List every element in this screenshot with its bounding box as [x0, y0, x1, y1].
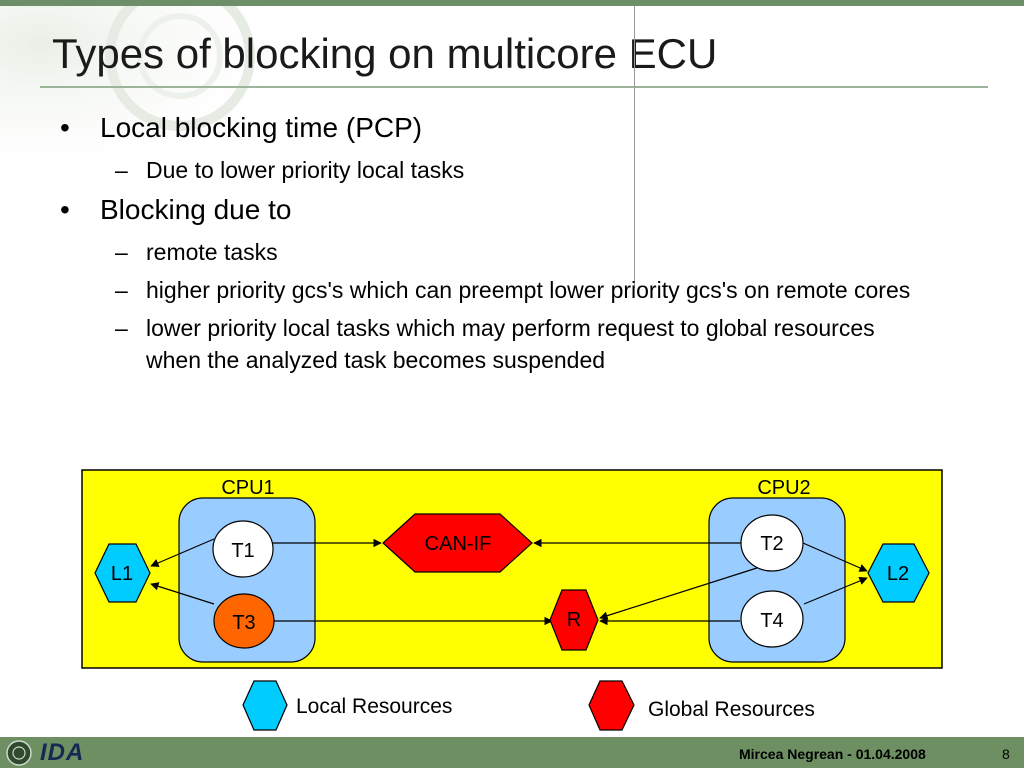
l2-resource	[867, 543, 930, 603]
t3-task	[213, 593, 275, 649]
arrow-t3-l1	[150, 582, 215, 605]
t3-label: T3	[232, 612, 255, 634]
vertical-divider	[634, 6, 635, 288]
sub-bullet-text: Due to lower priority local tasks	[146, 157, 465, 183]
ida-logo: IDA	[40, 739, 85, 766]
t4-label: T4	[760, 610, 783, 632]
sub-bullet-item: – higher priority gcs's which can preemp…	[60, 274, 926, 306]
t4-task	[740, 590, 804, 648]
sub-bullet-text: lower priority local tasks which may per…	[146, 315, 875, 373]
l1-label: L1	[111, 563, 133, 585]
r-label: R	[567, 609, 581, 631]
bullet-dash: –	[115, 239, 128, 265]
arrow-t2-l2	[802, 542, 868, 572]
bullet-dot: •	[60, 194, 70, 225]
cpu1-label: CPU1	[221, 477, 274, 499]
slide-title: Types of blocking on multicore ECU	[52, 30, 718, 77]
sub-bullet-item: – remote tasks	[60, 236, 926, 268]
arrow-t2-r	[599, 566, 761, 620]
t1-task	[212, 520, 274, 578]
cpu2-label: CPU2	[757, 477, 810, 499]
footer-author: Mircea Negrean - 01.04.2008	[739, 746, 926, 762]
can-if-label: CAN-IF	[425, 533, 492, 555]
title-divider	[40, 86, 988, 88]
t2-label: T2	[760, 533, 783, 555]
sub-bullet-item: – lower priority local tasks which may p…	[60, 312, 926, 376]
sub-bullet-text: higher priority gcs's which can preempt …	[146, 277, 911, 303]
can-if-resource	[382, 513, 533, 573]
legend-local-swatch	[242, 680, 288, 731]
bullet-dash: –	[115, 277, 128, 303]
bullet-item: • Blocking due to	[60, 192, 960, 228]
sub-bullet-item: – Due to lower priority local tasks	[60, 154, 926, 186]
university-seal-icon	[6, 740, 32, 766]
sub-bullet-text: remote tasks	[146, 239, 278, 265]
bullet-dash: –	[115, 315, 128, 341]
legend-local-label: Local Resources	[296, 695, 452, 718]
bullet-dash: –	[115, 157, 128, 183]
t2-task	[740, 514, 804, 572]
arrow-t1-l1	[150, 538, 215, 567]
top-band	[0, 0, 1024, 6]
page-number: 8	[1002, 746, 1010, 762]
r-resource	[549, 589, 599, 651]
bullet-item: • Local blocking time (PCP)	[60, 110, 960, 146]
legend-global-label: Global Resources	[648, 698, 815, 721]
bullet-text: Blocking due to	[100, 194, 292, 225]
t1-label: T1	[231, 540, 254, 562]
l2-label: L2	[887, 563, 909, 585]
arrow-t4-l2	[803, 577, 868, 605]
bullet-list: • Local blocking time (PCP) – Due to low…	[60, 110, 960, 382]
footer-bar	[0, 737, 1024, 768]
l1-resource	[94, 543, 151, 603]
bullet-dot: •	[60, 112, 70, 143]
legend-global-swatch	[588, 680, 635, 731]
bullet-text: Local blocking time (PCP)	[100, 112, 423, 143]
